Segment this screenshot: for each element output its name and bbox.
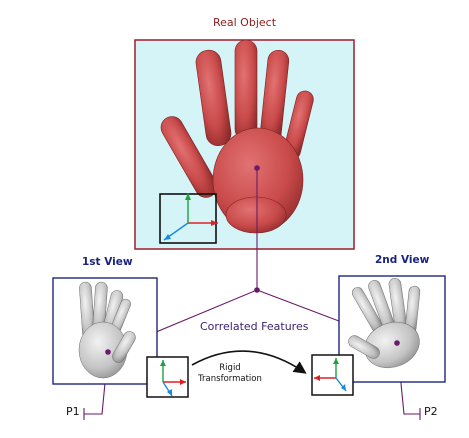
feature-point-view2 [394,340,400,346]
first-view-title: 1st View [82,256,133,268]
feature-point-real [254,165,260,171]
coordinate-axes-icon [311,354,354,396]
hand-real-object [160,39,314,234]
rigid-transformation-label: Rigid Transformation [190,363,270,385]
coordinate-axes-icon [159,193,218,244]
rigid-line2: Transformation [198,374,262,384]
p2-label: P2 [424,405,438,418]
hand-scan-view1 [78,281,136,379]
real-object-title: Real Object [212,16,277,29]
feature-point-junction [254,287,260,293]
p1-label: P1 [66,405,80,418]
rigid-line1: Rigid [219,363,241,373]
correlated-features-label: Correlated Features [200,320,309,333]
curved-arrow-icon [191,350,307,374]
hand-scan-view2 [348,277,421,369]
feature-point-view1 [105,349,111,355]
coordinate-axes-icon [146,356,189,398]
second-view-title: 2nd View [375,254,430,266]
